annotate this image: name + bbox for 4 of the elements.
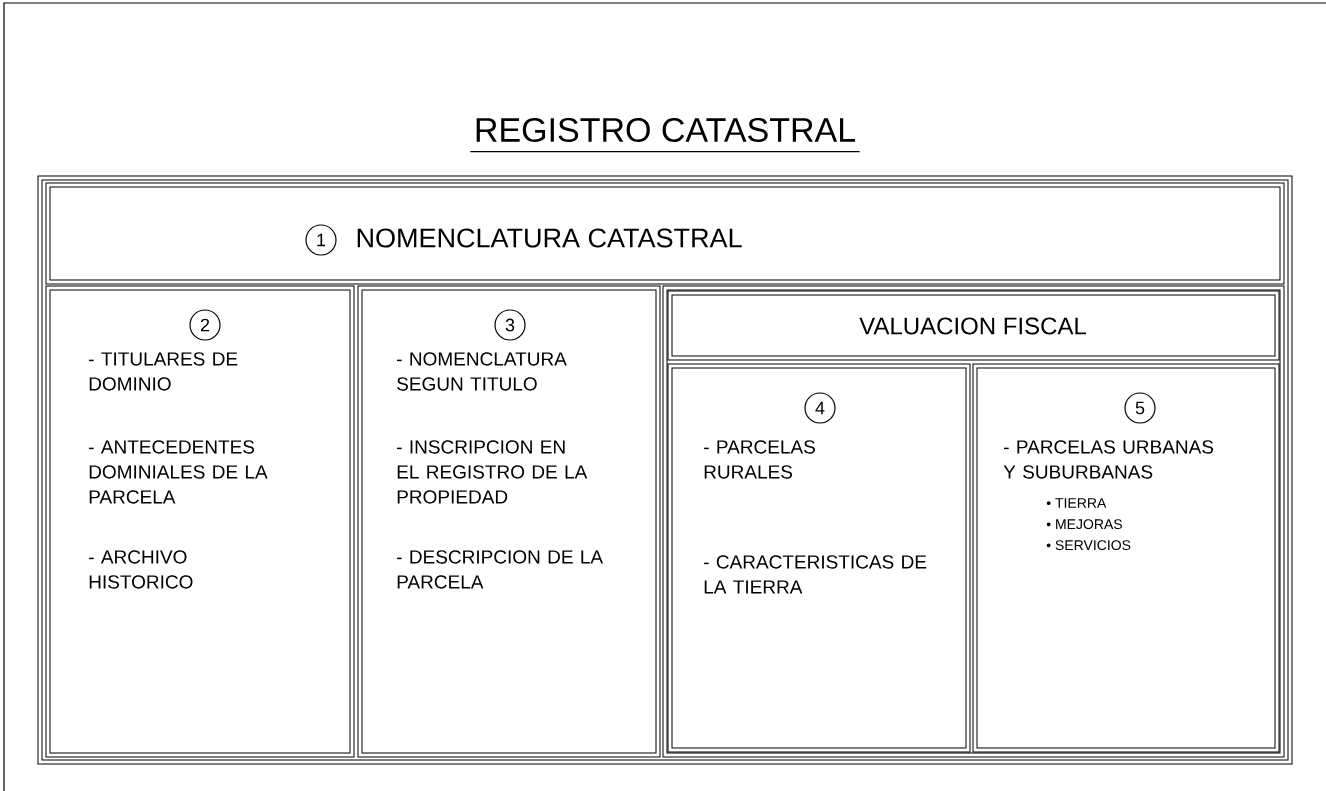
outer-frame (37, 175, 1293, 765)
outer-frame (662, 285, 1285, 758)
title: REGISTRO CATASTRAL (476, 117, 856, 143)
heading-band: VALUACION FISCAL (667, 290, 1280, 361)
